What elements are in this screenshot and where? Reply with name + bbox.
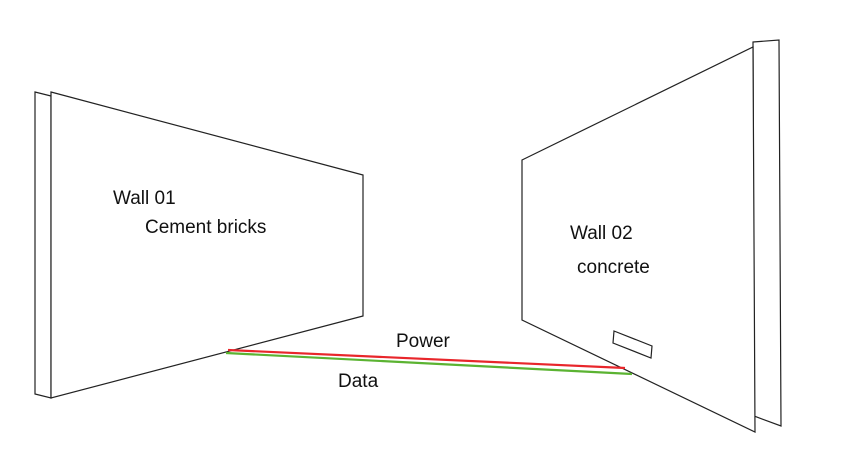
wall-02-outlet-box [612,330,653,359]
wall-02-front-panel [521,46,756,433]
wall-02-name-label: Wall 02 [570,223,633,244]
wall-01-front-panel [50,91,364,399]
data-cable-line [225,351,633,376]
wall-01-shape [34,91,364,399]
power-cable-label: Power [396,331,450,352]
wall-01-back-panel [34,91,52,399]
wall-02-shape [521,39,782,433]
wall-02-back-panel [752,39,782,427]
wall-02-material-label: concrete [577,257,650,278]
wall-01-name-label: Wall 01 [113,188,176,209]
data-cable-label: Data [338,371,379,392]
power-cable-line [227,348,626,370]
wall-01-material-label: Cement bricks [145,217,267,238]
